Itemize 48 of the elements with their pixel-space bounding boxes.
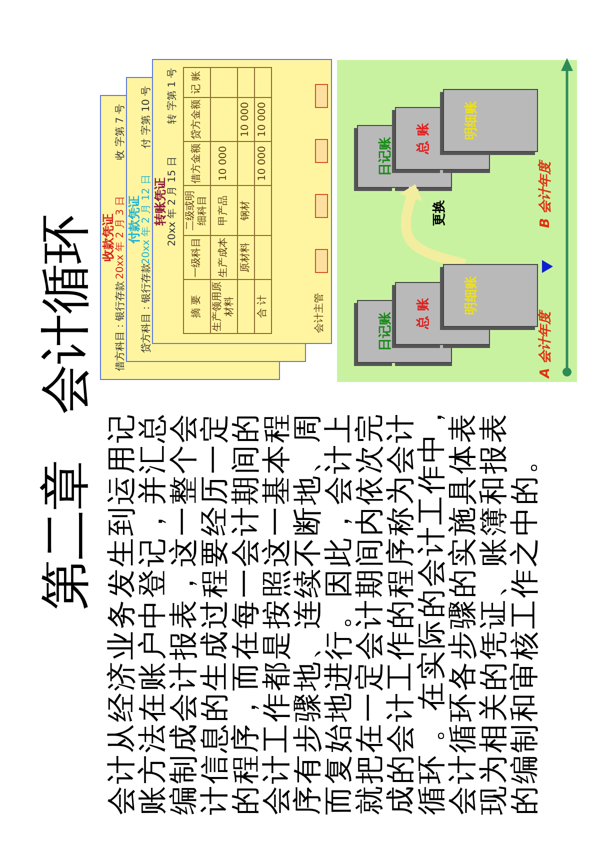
ledger-book	[357, 300, 395, 363]
ledger-label: 日记账	[377, 137, 394, 176]
table-entry: 10 000	[257, 102, 268, 137]
voucher-card	[152, 59, 332, 344]
edge-label: 更换	[430, 198, 448, 228]
total-label: 合 计	[257, 294, 268, 318]
ledger-label: 总 账	[415, 123, 432, 154]
ledger-label: 总 账	[415, 298, 432, 329]
ledger-book	[443, 264, 538, 327]
column-header: 记 账	[191, 70, 202, 94]
ledger-book	[443, 89, 538, 152]
column-header: 贷方金额	[191, 100, 202, 140]
signature-label: 会计主管	[314, 293, 326, 333]
voucher-subject: 贷方科目：银行存款	[141, 263, 153, 353]
column-header: 二级或明细科目	[185, 190, 208, 230]
table-entry: 10 000	[257, 146, 268, 181]
voucher-number: 收 字第 7 号	[115, 104, 127, 160]
ledger-label: 日记账	[377, 312, 394, 351]
table-entry: 钢材	[240, 200, 251, 220]
period-label: A 会计年度	[536, 311, 554, 378]
voucher-date: 20xx 年 2 月 15 日	[167, 156, 179, 246]
ledger-book	[395, 107, 443, 170]
column-header: 摘 要	[191, 294, 202, 318]
voucher-number: 转 字第 1 号	[167, 68, 179, 124]
table-entry: 生产成本	[218, 238, 229, 278]
table-entry: 原材料	[240, 242, 251, 272]
voucher-title: 付款凭证	[128, 196, 141, 244]
table-entry: 10 000	[240, 102, 251, 137]
voucher-date: 20xx 年 2 月 3 日	[115, 196, 127, 280]
page-title: 第二章 会计循环	[36, 214, 94, 610]
ledger-book	[357, 125, 395, 188]
ledger-book	[395, 282, 443, 345]
voucher-card	[126, 77, 152, 362]
voucher-title: 收款凭证	[102, 214, 115, 262]
voucher-title: 转账凭证	[154, 178, 167, 226]
voucher-number: 付 字第 10 号	[141, 86, 153, 148]
voucher-subject: 借方科目：银行存款	[115, 281, 127, 371]
column-header: 一级科目	[191, 238, 202, 278]
table-entry: 生产领用原材料	[212, 282, 235, 332]
voucher-date: 20xx 年 2 月 12 日	[141, 174, 153, 264]
table-entry: 10 000	[218, 146, 229, 181]
column-header: 借方金额	[191, 144, 202, 184]
body-paragraph: 会计从经济业务发生到运用记账方法在账户中登记，并汇总编制成会计报表，这一整个会计信息的生成过程要经历一定的程序，而在每一会计期间的会计工作都是按照这一基本程序有步骤地、连续不断地、周而复始地进行。因此，会计上就把在一定会计期间内依次完成的会计工作的程序称为会计循环 。在实际的会计工作中，会计循环各步骤的实施具体表现为相关的凭证、账簿和报表的编制和审核工作之中的。	[106, 400, 540, 815]
ledger-label: 明细账	[463, 101, 480, 140]
period-label: B 会计年度	[536, 162, 554, 228]
ledger-label: 明细账	[463, 276, 480, 315]
table-entry: 甲产品	[218, 196, 229, 226]
voucher-card	[100, 95, 126, 380]
